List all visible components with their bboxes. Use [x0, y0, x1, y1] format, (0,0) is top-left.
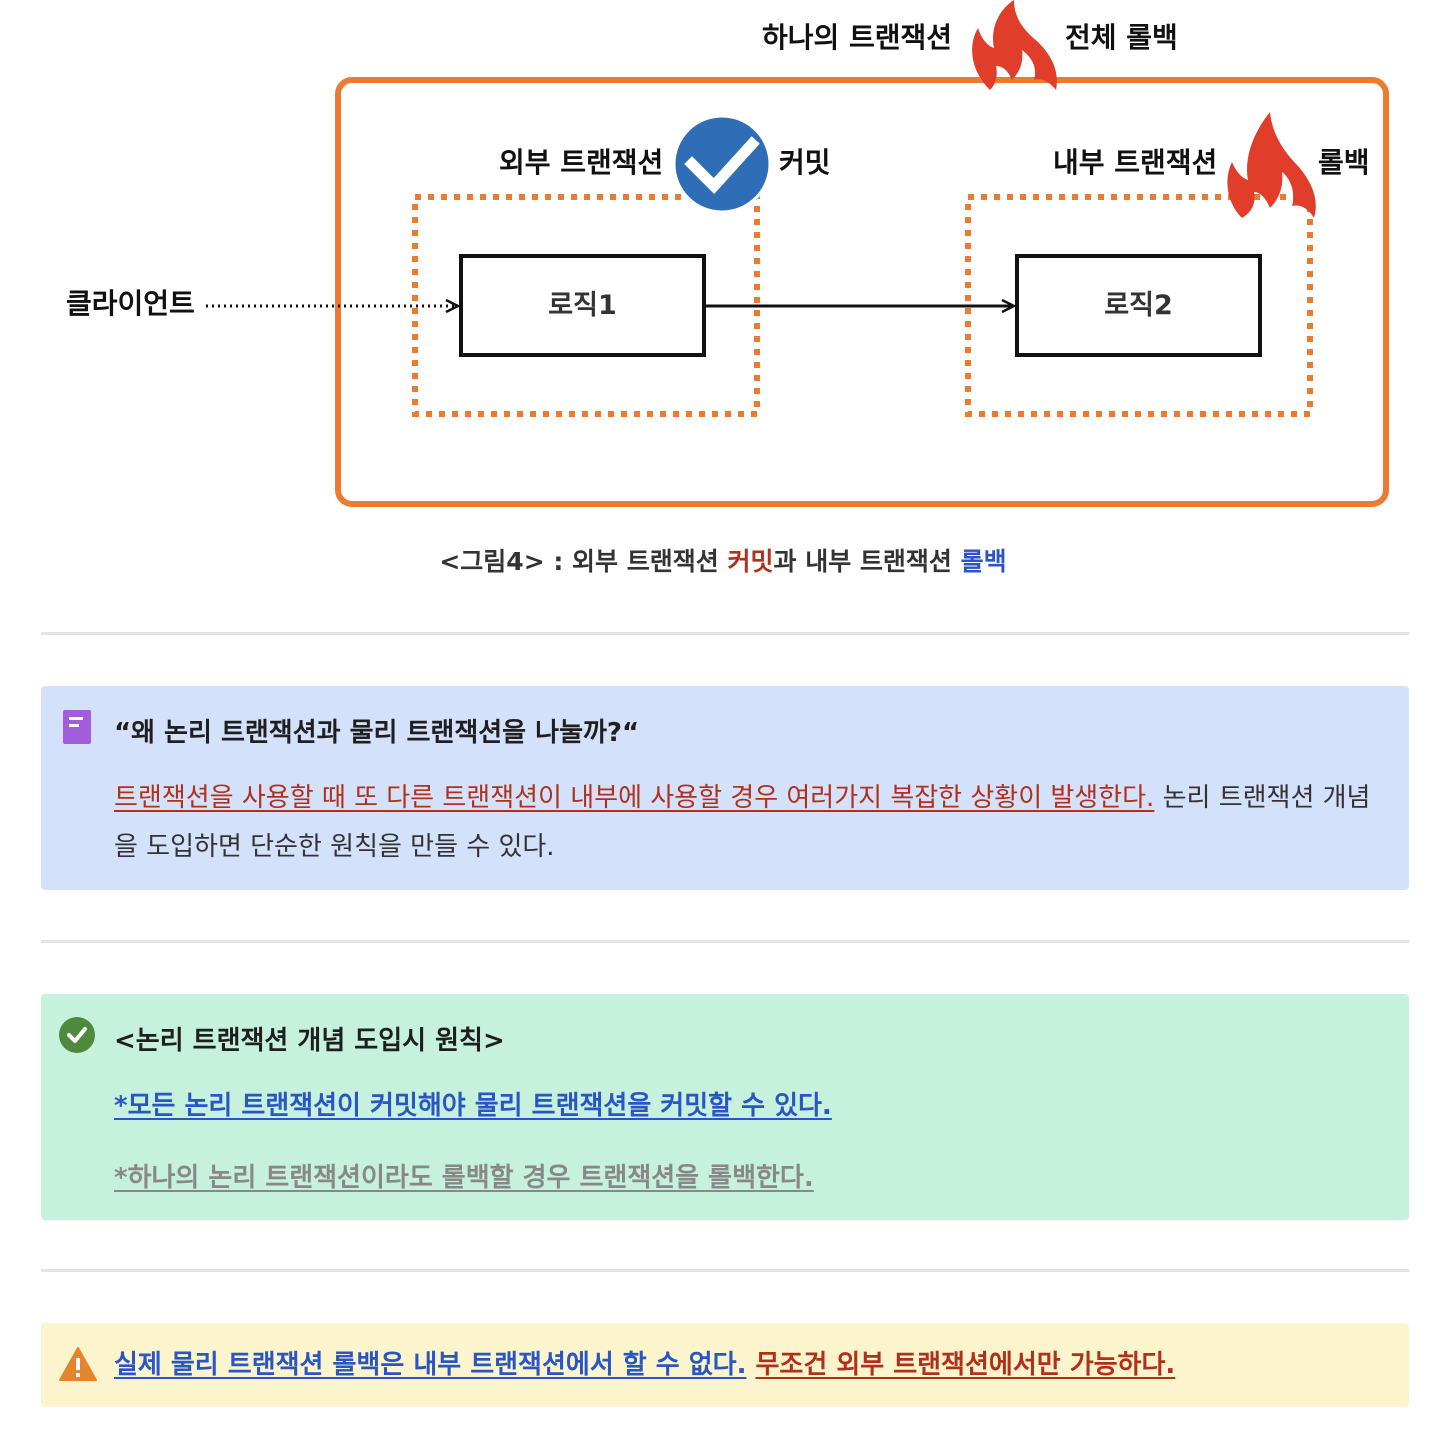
- warning-icon: [59, 1347, 97, 1381]
- rules-title: <논리 트랜잭션 개념 도입시 원칙>: [114, 1026, 505, 1056]
- question-rest: 논리 트랜잭션 개념을 도입하면 단순한 원칙을 만들 수 있다.: [114, 783, 1371, 862]
- warning-part1: 실제 물리 트랜잭션 롤백은 내부 트랜잭션에서 할 수 없다.: [114, 1350, 747, 1380]
- question-body: 트랜잭션을 사용할 때 또 다른 트랜잭션이 내부에 사용할 경우 여러가지 복…: [114, 774, 1379, 872]
- top-label-right: 전체 롤백: [1065, 21, 1178, 54]
- check-circle-icon: [672, 114, 772, 214]
- warning-text: 실제 물리 트랜잭션 롤백은 내부 트랜잭션에서 할 수 없다. 무조건 외부 …: [114, 1341, 1379, 1389]
- divider: [41, 940, 1409, 943]
- divider: [41, 1269, 1409, 1272]
- logic1-label: 로직1: [548, 290, 617, 321]
- divider: [41, 632, 1409, 635]
- fire-icon: [1227, 112, 1316, 218]
- rule-2: *하나의 논리 트랜잭션이라도 롤백할 경우 트랜잭션을 롤백한다.: [114, 1154, 1379, 1202]
- question-title: “왜 논리 트랜잭션과 물리 트랜잭션을 나눌까?“: [114, 718, 640, 748]
- physical-transaction-frame: [335, 77, 1389, 507]
- caption-rollback: 롤백: [960, 547, 1007, 576]
- fire-icon: [972, 0, 1057, 90]
- figure-caption: <그림4> : 외부 트랜잭션 커밋과 내부 트랜잭션 롤백: [0, 547, 1446, 577]
- inner-transaction-box: [965, 194, 1313, 417]
- inner-transaction-status: 롤백: [1318, 146, 1370, 179]
- client-label: 클라이언트: [66, 287, 195, 320]
- question-highlight: 트랜잭션을 사용할 때 또 다른 트랜잭션이 내부에 사용할 경우 여러가지 복…: [114, 783, 1155, 813]
- warning-callout: 실제 물리 트랜잭션 롤백은 내부 트랜잭션에서 할 수 없다. 무조건 외부 …: [41, 1323, 1409, 1407]
- rule-1-text: *모든 논리 트랜잭션이 커밋해야 물리 트랜잭션을 커밋할 수 있다.: [114, 1091, 832, 1121]
- rule-2-text: *하나의 논리 트랜잭션이라도 롤백할 경우 트랜잭션을 롤백한다.: [114, 1163, 814, 1193]
- outer-transaction-box: [412, 194, 760, 417]
- logic2-label: 로직2: [1104, 290, 1173, 321]
- note-icon: [63, 710, 91, 744]
- top-label-left: 하나의 트랜잭션: [762, 21, 953, 54]
- outer-transaction-label: 외부 트랜잭션: [499, 146, 664, 179]
- transaction-diagram: 하나의 트랜잭션 전체 롤백 외부 트랜잭션 커밋 내부 트랜잭션 롤백 클라이…: [0, 0, 1446, 520]
- caption-commit: 커밋: [727, 547, 774, 576]
- warning-part2: 무조건 외부 트랜잭션에서만 가능하다.: [755, 1350, 1176, 1380]
- outer-transaction-status: 커밋: [779, 146, 831, 179]
- rules-callout: <논리 트랜잭션 개념 도입시 원칙> *모든 논리 트랜잭션이 커밋해야 물리…: [41, 994, 1409, 1220]
- check-circle-icon: [59, 1017, 95, 1053]
- logic2-box: [1015, 254, 1262, 357]
- diagram-canvas: [206, 0, 1389, 507]
- question-callout: “왜 논리 트랜잭션과 물리 트랜잭션을 나눌까?“ 트랜잭션을 사용할 때 또…: [41, 686, 1409, 890]
- inner-transaction-label: 내부 트랜잭션: [1053, 146, 1218, 179]
- caption-middle: 과 내부 트랜잭션: [773, 547, 961, 576]
- caption-prefix: <그림4> : 외부 트랜잭션: [439, 547, 728, 576]
- rule-1: *모든 논리 트랜잭션이 커밋해야 물리 트랜잭션을 커밋할 수 있다.: [114, 1082, 1379, 1130]
